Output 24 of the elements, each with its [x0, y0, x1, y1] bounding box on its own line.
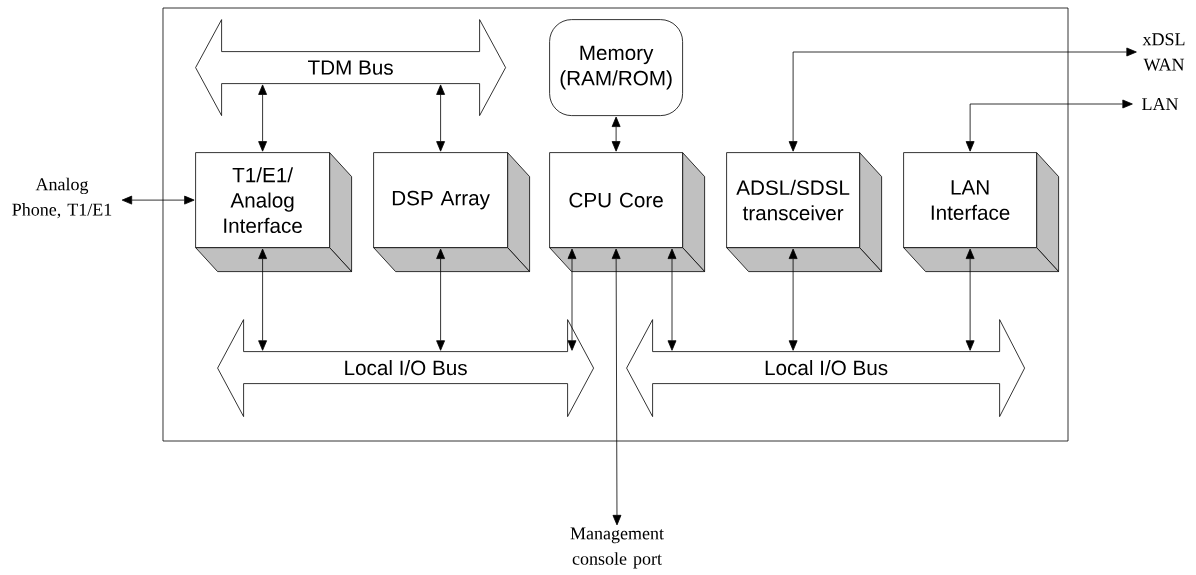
block-box: DSP Array — [373, 152, 530, 272]
arrow — [611, 116, 621, 152]
arrow — [436, 84, 445, 152]
arrow — [436, 248, 445, 351]
arrow — [788, 248, 798, 351]
arrow — [965, 99, 1133, 152]
port-label: LAN — [1142, 98, 1179, 110]
block-box: CPU Core — [549, 152, 705, 272]
arrow — [788, 47, 1137, 152]
arrow — [611, 248, 622, 526]
block-box: T1/E1/ Analog Interface — [195, 152, 352, 272]
arrow — [667, 248, 677, 351]
memory-box: Memory (RAM/ROM) — [549, 19, 683, 116]
arrow — [965, 248, 975, 351]
arrow — [258, 248, 267, 351]
arrow — [258, 84, 267, 152]
port-label: Management console port — [570, 527, 664, 569]
block-box: LAN Interface — [903, 152, 1059, 272]
arrow — [567, 248, 577, 351]
block-box: ADSL/SDSL transceiver — [726, 152, 882, 272]
board-outline — [162, 7, 1069, 442]
port-label: xDSL WAN — [1142, 33, 1185, 71]
arrow — [121, 195, 195, 205]
port-label: Analog Phone, T1/E1 — [12, 177, 112, 219]
